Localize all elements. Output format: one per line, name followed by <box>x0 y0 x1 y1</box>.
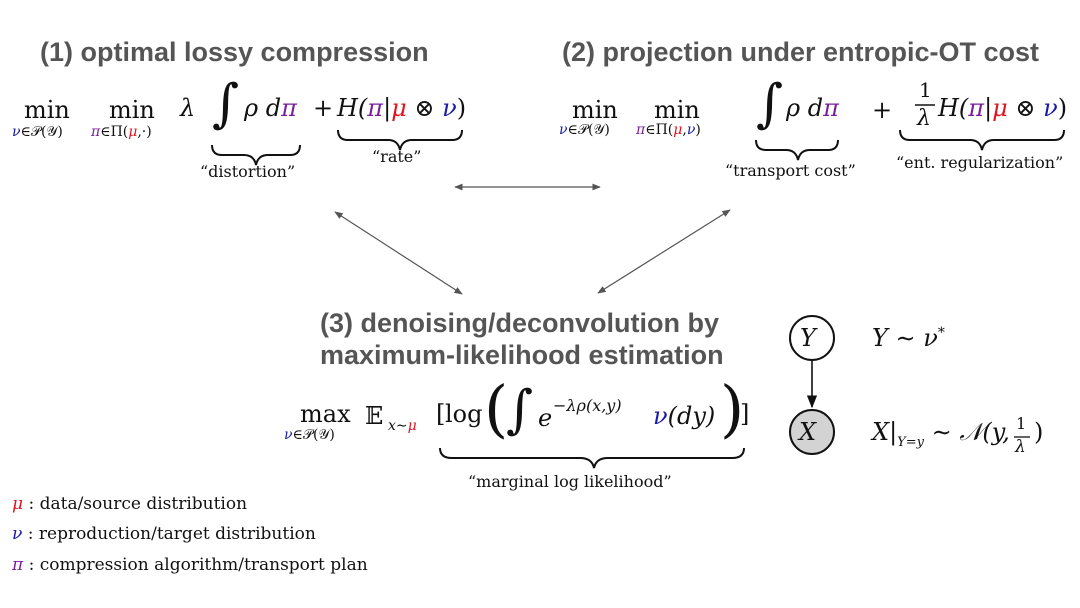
integral-sign-2: ∫ <box>756 74 784 134</box>
integrand-distortion: ρ dπ <box>244 94 297 122</box>
expectation-subscript: x∼μ <box>388 418 417 434</box>
eq-prior: Y ∼ ν* <box>872 324 945 352</box>
bracket-open: [ <box>436 400 446 428</box>
label-distortion: “distortion” <box>200 162 296 181</box>
min-operator-nu-2: min <box>572 96 618 124</box>
legend-item-pi: π : compression algorithm/transport plan <box>12 555 368 575</box>
eq-likelihood-num: 1 <box>1016 414 1027 433</box>
integrand-transport: ρ dπ <box>786 94 839 122</box>
max-subscript: ν∈𝒫(𝒴) <box>284 427 335 443</box>
brace-transport-cost <box>755 139 839 161</box>
node-Y-label: Y <box>800 324 816 352</box>
min-operator-pi-2: min <box>654 96 700 124</box>
nu-measure: ν(dy) <box>653 402 716 430</box>
min-subscript-nu: ν∈𝒫(𝒴) <box>12 124 63 140</box>
arrow-1-to-3 <box>334 211 463 295</box>
min-subscript-pi: π∈Π(μ,·) <box>91 124 152 140</box>
node-X-label: X <box>799 418 817 446</box>
paren-close: ) <box>720 372 745 445</box>
exp-exponent: −λρ(x,y) <box>553 396 622 415</box>
exp-base: e <box>538 404 553 432</box>
legend-item-mu: μ : data/source distribution <box>12 494 248 514</box>
brace-marginal <box>439 447 745 469</box>
node-Y-circle <box>789 315 835 361</box>
min-subscript-pi-2: π∈Π(μ,ν) <box>636 122 701 138</box>
plus-sign-2: + <box>872 96 893 124</box>
paren-open: ( <box>484 372 509 445</box>
fraction-numerator: 1 <box>919 78 932 102</box>
heading-projection-entropic-ot: (2) projection under entropic-OT cost <box>562 37 1040 67</box>
entropy-term-2: H(π|μ ⊗ ν) <box>938 94 1068 122</box>
expectation-symbol: 𝔼 <box>365 402 384 430</box>
integral-sign-3: ∫ <box>506 380 534 440</box>
heading-optimal-lossy-compression: (1) optimal lossy compression <box>40 37 429 67</box>
min-subscript-nu-2: ν∈𝒫(𝒴) <box>559 122 610 138</box>
brace-distortion <box>211 144 301 166</box>
label-rate: “rate” <box>372 147 422 166</box>
brace-ent-reg <box>899 129 1065 151</box>
heading-denoising-line1: (3) denoising/deconvolution by <box>320 308 720 338</box>
lambda-symbol: λ <box>180 94 196 122</box>
heading-denoising-line2: maximum-likelihood estimation <box>320 340 724 370</box>
node-X-circle <box>789 409 835 455</box>
min-operator-pi: min <box>109 96 155 124</box>
bracket-close: ] <box>740 400 750 428</box>
fraction-denominator: λ <box>917 106 931 131</box>
min-operator-nu: min <box>24 96 70 124</box>
legend-item-nu: ν : reproduction/target distribution <box>12 524 316 544</box>
label-marginal-log-likelihood: “marginal log likelihood” <box>468 472 672 491</box>
label-transport-cost: “transport cost” <box>725 161 856 180</box>
label-ent-regularization: “ent. regularization” <box>896 153 1064 172</box>
log-function: log <box>445 400 483 428</box>
integral-sign: ∫ <box>212 74 240 134</box>
eq-likelihood-den: λ <box>1015 437 1026 457</box>
entropy-term: H(π|μ ⊗ ν) <box>337 94 467 122</box>
brace-rate <box>337 129 463 151</box>
plus-sign: + <box>313 94 334 122</box>
max-operator: max <box>300 400 351 428</box>
eq-likelihood-pre: X|Y=y ∼ 𝒩(y, <box>872 418 1010 450</box>
arrow-2-to-3 <box>597 209 731 294</box>
eq-likelihood-end: ) <box>1034 418 1044 446</box>
